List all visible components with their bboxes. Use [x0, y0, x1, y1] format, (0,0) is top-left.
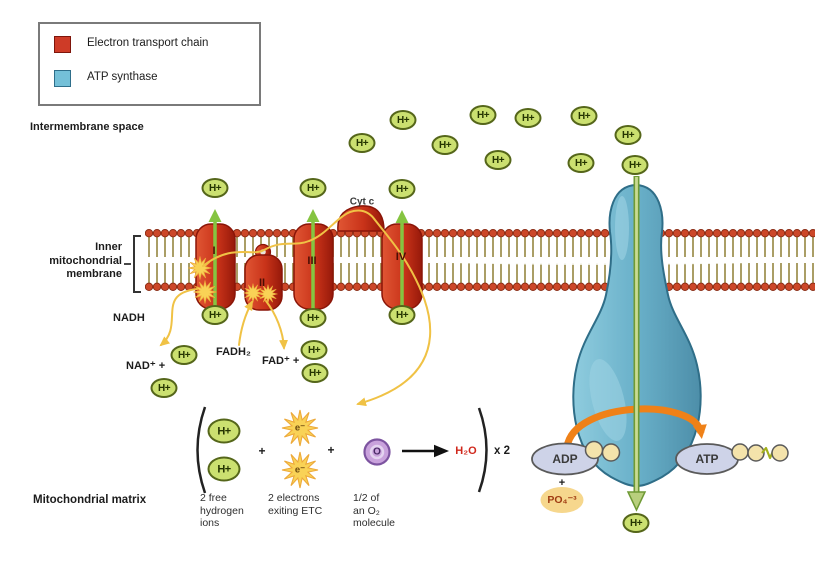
- h-plus-ion: H+: [570, 106, 598, 126]
- membrane-bracket: [124, 235, 141, 293]
- phosphate-oval: [540, 487, 584, 513]
- adp-label: ADP: [552, 452, 578, 466]
- h-plus-ion: H+: [469, 105, 497, 125]
- atp-label: ATP: [695, 452, 719, 466]
- reaction-plus-1: +: [258, 444, 266, 458]
- h-plus-ion: H+: [567, 153, 595, 173]
- h-plus-ion: H+: [207, 418, 241, 444]
- phosphorylation-graphics: [531, 440, 789, 513]
- electron-label: e⁻: [294, 464, 306, 476]
- caption-free-hydrogen: 2 free hydrogen ions: [200, 492, 244, 529]
- h-plus-ion: H+: [300, 340, 328, 360]
- water-label: H₂O: [455, 445, 477, 457]
- oxygen-atom: [363, 438, 391, 466]
- complex-iii-label: III: [307, 255, 317, 267]
- complex-ii-label: II: [258, 277, 266, 289]
- h-plus-ion: H+: [301, 363, 329, 383]
- h-plus-ion: H+: [431, 135, 459, 155]
- electron-label: e⁻: [294, 422, 306, 434]
- nadh-exit-arrow: [159, 288, 198, 347]
- fadh2-label: FADH₂: [216, 346, 251, 358]
- adp-plus-label: +: [558, 477, 566, 489]
- h-plus-ion: H+: [348, 133, 376, 153]
- reaction-plus-2: +: [327, 443, 335, 457]
- h-plus-ion: H+: [514, 108, 542, 128]
- synthase-proton-arrow: [626, 176, 647, 512]
- fad-exit-arrow: [265, 300, 289, 350]
- nad-plus-label: NAD⁺ +: [126, 360, 166, 372]
- h-plus-ion: H+: [150, 378, 178, 398]
- cyt-c-shape: [337, 205, 385, 232]
- caption-half-oxygen: 1/2 of an O₂ molecule: [353, 492, 396, 529]
- phosphate-label: PO₄⁻³: [547, 494, 577, 506]
- legend-label-electron-transport-chain: Electron transport chain: [87, 37, 209, 49]
- h-plus-ion: H+: [207, 456, 241, 482]
- h-plus-ion: H+: [299, 178, 327, 198]
- nadh-label: NADH: [113, 312, 145, 324]
- h-plus-ion: H+: [170, 345, 198, 365]
- fad-plus-label: FAD⁺ +: [262, 355, 300, 367]
- h-plus-ion: H+: [299, 308, 327, 328]
- oxygen-label: O: [373, 446, 381, 458]
- h-plus-ion: H+: [622, 513, 650, 533]
- electron-path-arrows: [159, 209, 432, 407]
- h-plus-ion: H+: [201, 178, 229, 198]
- h-plus-ion: H+: [388, 305, 416, 325]
- h-plus-ion: H+: [614, 125, 642, 145]
- adp-oval: [531, 442, 599, 476]
- legend-label-atp-synthase: ATP synthase: [87, 71, 158, 83]
- reaction-graphics: [196, 406, 488, 494]
- complex-iv-label: IV: [395, 251, 407, 263]
- h-plus-ion: H+: [388, 179, 416, 199]
- electron-path-main: [202, 209, 432, 407]
- intermembrane-space-label: Intermembrane space: [30, 121, 144, 133]
- complex-i-label: I: [212, 245, 216, 257]
- h-plus-ion: H+: [484, 150, 512, 170]
- fadh2-entry-arrow: [238, 300, 253, 346]
- h-plus-ion: H+: [201, 305, 229, 325]
- h-plus-ion: H+: [389, 110, 417, 130]
- legend-swatch-electron-transport-chain: [54, 36, 71, 53]
- times-two-label: x 2: [494, 445, 510, 457]
- proton-pump-arrows: [208, 209, 409, 312]
- h-plus-ion: H+: [621, 155, 649, 175]
- inner-membrane-label: Inner mitochondrial membrane: [49, 241, 122, 280]
- legend: Electron transport chain ATP synthase: [38, 22, 261, 106]
- caption-electrons-etc: 2 electrons exiting ETC: [268, 492, 323, 517]
- legend-swatch-atp-synthase: [54, 70, 71, 87]
- cyt-c-label: Cyt c: [349, 196, 375, 208]
- mitochondrial-matrix-label: Mitochondrial matrix: [33, 494, 147, 506]
